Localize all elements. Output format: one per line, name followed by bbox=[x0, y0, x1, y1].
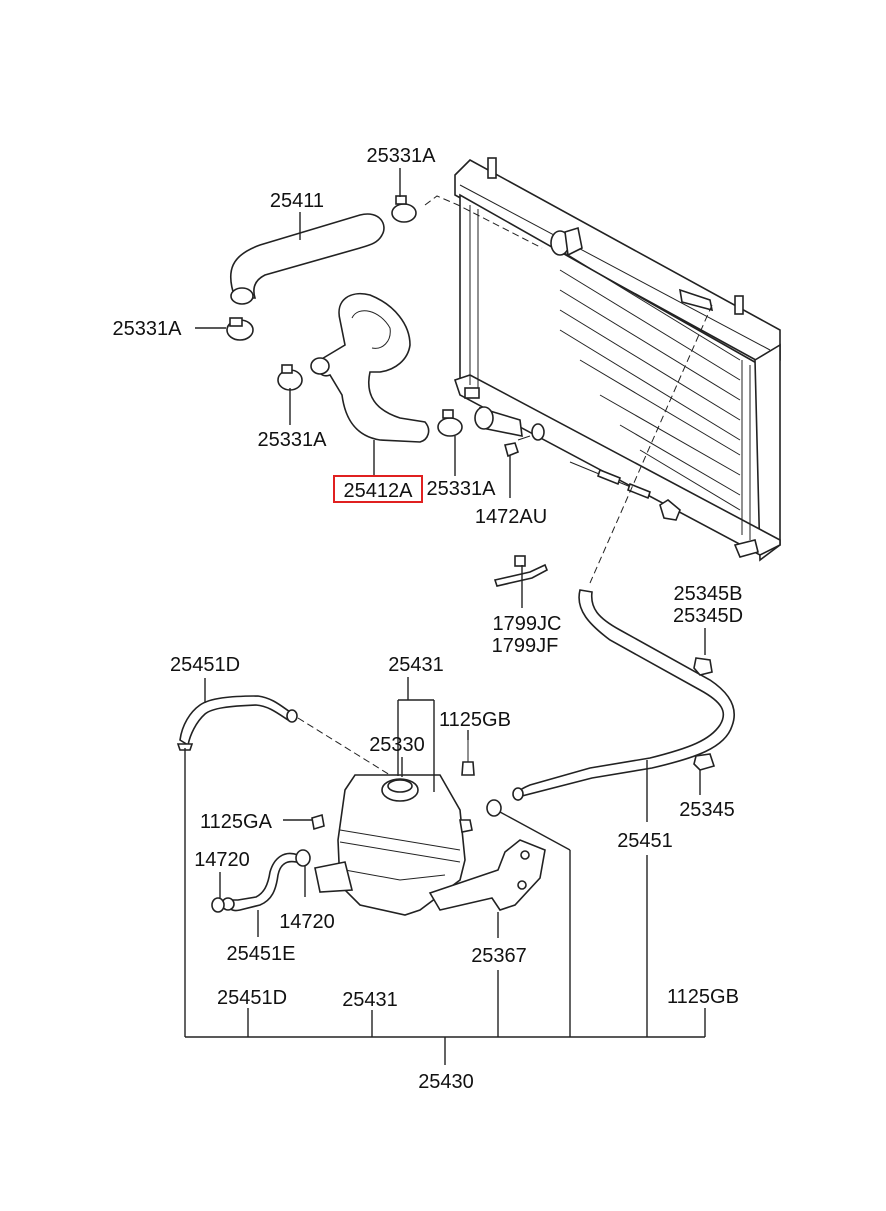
clip-1799JC-icon[interactable] bbox=[493, 555, 549, 587]
radiator[interactable] bbox=[453, 157, 781, 562]
label-clamp-d: 25345D bbox=[673, 605, 743, 627]
clamp-left-icon[interactable] bbox=[226, 317, 254, 341]
highlight-box bbox=[333, 475, 423, 503]
label-hose-e: 25451E bbox=[227, 943, 296, 965]
upper-hose-25411[interactable] bbox=[230, 213, 385, 305]
clamp-right-icon[interactable] bbox=[437, 409, 463, 437]
label-reservoir: 25431 bbox=[388, 654, 444, 676]
label-assy-total: 25430 bbox=[418, 1071, 474, 1093]
hose-25451D[interactable] bbox=[176, 695, 298, 751]
label-bolt-ga: 1125GA bbox=[200, 811, 273, 833]
clamp-mid-icon[interactable] bbox=[277, 364, 303, 391]
label-hose-lower[interactable]: 25412A bbox=[344, 480, 414, 502]
label-hose-overflow-right: 25451 bbox=[617, 830, 673, 852]
label-clamp-14720-bottom: 14720 bbox=[279, 911, 335, 933]
label-clamp-right: 25331A bbox=[427, 478, 497, 500]
clamp-top-icon[interactable] bbox=[391, 195, 417, 223]
label-assy-25431: 25431 bbox=[342, 989, 398, 1011]
hose-25451E[interactable] bbox=[221, 852, 299, 912]
label-clamp-left: 25331A bbox=[113, 318, 183, 340]
label-clamp-top: 25331A bbox=[367, 145, 437, 167]
bolt-1472AU-icon[interactable] bbox=[504, 435, 531, 458]
label-assy-25451d: 25451D bbox=[217, 987, 287, 1009]
bolt-1125GB-icon[interactable] bbox=[461, 740, 475, 776]
label-clip-b: 1799JF bbox=[492, 635, 559, 657]
label-hose-overflow-left: 25451D bbox=[170, 654, 240, 676]
label-cap: 25330 bbox=[369, 734, 425, 756]
label-bolt-radiator: 1472AU bbox=[475, 506, 547, 528]
clamp-bracket-icon[interactable] bbox=[486, 799, 502, 817]
label-bolt-gb: 1125GB bbox=[439, 709, 511, 731]
clamp-25345-icon[interactable] bbox=[693, 753, 716, 771]
label-clamp-b: 25345B bbox=[674, 583, 743, 605]
overflow-hose-25451[interactable] bbox=[512, 589, 735, 802]
label-clip-a: 1799JC bbox=[493, 613, 562, 635]
label-assy-1125gb: 1125GB bbox=[667, 986, 739, 1008]
clamp-14720-bottom-icon[interactable] bbox=[211, 897, 225, 913]
bracket-25367[interactable] bbox=[428, 839, 546, 911]
lower-hose-25412A[interactable] bbox=[310, 293, 430, 443]
label-clamp-mid: 25331A bbox=[258, 429, 328, 451]
label-hose-upper: 25411 bbox=[270, 190, 324, 212]
reservoir-tank[interactable] bbox=[314, 774, 473, 916]
clamp-25345B-icon[interactable] bbox=[693, 657, 713, 676]
clamp-14720-top-icon[interactable] bbox=[295, 849, 311, 867]
bolt-1125GA-icon[interactable] bbox=[311, 813, 325, 831]
label-clamp-14720-top: 14720 bbox=[194, 849, 250, 871]
label-clamp-25345: 25345 bbox=[679, 799, 735, 821]
label-bracket: 25367 bbox=[471, 945, 527, 967]
